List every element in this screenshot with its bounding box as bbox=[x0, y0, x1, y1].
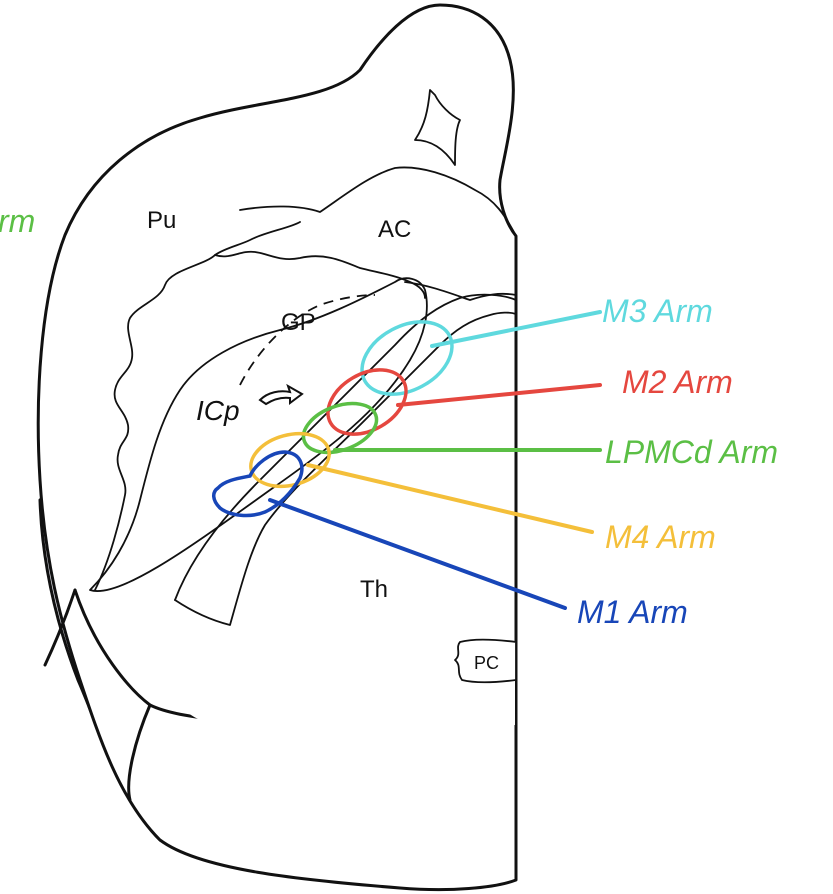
label-m3-arm: M3 Arm bbox=[602, 293, 713, 329]
label-icp: ICp bbox=[196, 395, 240, 426]
label-cropped-arm: rm bbox=[0, 203, 35, 239]
label-pc: PC bbox=[474, 653, 499, 673]
label-ac: AC bbox=[378, 216, 411, 243]
label-m2-arm: M2 Arm bbox=[622, 364, 733, 400]
label-th: Th bbox=[360, 576, 388, 603]
label-m4-arm: M4 Arm bbox=[605, 519, 716, 555]
label-m1-arm: M1 Arm bbox=[577, 594, 688, 630]
label-gp: GP bbox=[281, 309, 316, 336]
label-lpmcd-arm: LPMCd Arm bbox=[605, 434, 778, 470]
label-pu: Pu bbox=[147, 207, 176, 234]
hemisphere-outline bbox=[38, 5, 516, 890]
